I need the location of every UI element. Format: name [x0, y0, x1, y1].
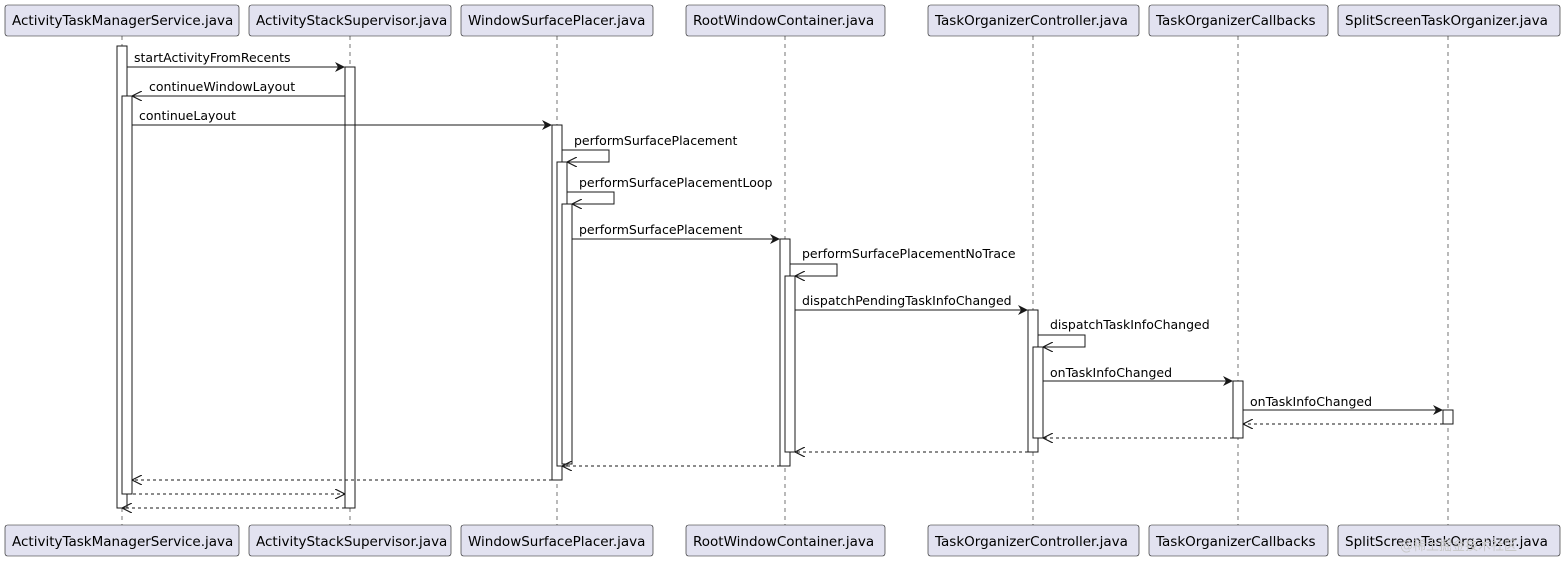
message-label: onTaskInfoChanged — [1250, 394, 1372, 409]
activation-ass — [344, 66, 356, 509]
message-arrow — [1038, 334, 1086, 347]
participants-bottom: ActivityTaskManagerService.java Activity… — [4, 524, 1561, 557]
message-label: continueLayout — [139, 108, 236, 123]
participant-label: ActivityTaskManagerService.java — [12, 534, 233, 550]
activations — [116, 45, 1454, 509]
message-arrow — [562, 149, 610, 162]
message-continue-window-layout: continueWindowLayout — [133, 79, 345, 96]
message-start-activity-from-recents: startActivityFromRecents — [127, 50, 345, 72]
participant-label: RootWindowContainer.java — [693, 534, 874, 550]
activation-wsp-3 — [561, 203, 573, 465]
message-label: performSurfacePlacementNoTrace — [802, 246, 1016, 261]
message-arrow — [567, 191, 615, 204]
participant-ssto-top: SplitScreenTaskOrganizer.java — [1337, 4, 1561, 37]
participant-label: WindowSurfacePlacer.java — [468, 534, 645, 550]
participant-atms-bottom: ActivityTaskManagerService.java — [4, 524, 240, 557]
message-on-task-info-changed-2: onTaskInfoChanged — [1243, 394, 1443, 415]
participant-rwc-top: RootWindowContainer.java — [685, 4, 886, 37]
message-on-task-info-changed-1: onTaskInfoChanged — [1043, 365, 1233, 386]
activation-rwc-2 — [784, 275, 796, 453]
activation-toc-2 — [1032, 346, 1044, 439]
message-arrow — [790, 263, 838, 276]
participant-wsp-top: WindowSurfacePlacer.java — [460, 4, 654, 37]
activation-atms-inner — [121, 95, 133, 495]
message-label: continueWindowLayout — [149, 79, 295, 94]
participant-ass-top: ActivityStackSupervisor.java — [248, 4, 452, 37]
participant-label: TaskOrganizerCallbacks — [1155, 534, 1315, 550]
message-dispatch-task-info-changed-self: dispatchTaskInfoChanged — [1038, 317, 1210, 347]
messages: startActivityFromRecents continueWindowL… — [123, 50, 1443, 508]
participant-label: SplitScreenTaskOrganizer.java — [1345, 534, 1548, 550]
message-label: startActivityFromRecents — [134, 50, 291, 65]
participant-label: TaskOrganizerCallbacks — [1155, 13, 1315, 29]
participant-ass-bottom: ActivityStackSupervisor.java — [248, 524, 452, 557]
participant-atms-top: ActivityTaskManagerService.java — [4, 4, 240, 37]
message-continue-layout: continueLayout — [132, 108, 552, 130]
participant-label: ActivityStackSupervisor.java — [256, 13, 447, 29]
participant-toc-top: TaskOrganizerController.java — [927, 4, 1140, 37]
participant-label: SplitScreenTaskOrganizer.java — [1345, 13, 1548, 29]
participant-label: ActivityTaskManagerService.java — [12, 13, 233, 29]
message-label: performSurfacePlacement — [574, 133, 738, 148]
message-label: dispatchPendingTaskInfoChanged — [802, 293, 1012, 308]
participant-label: TaskOrganizerController.java — [934, 13, 1128, 29]
message-dispatch-pending-task-info-changed: dispatchPendingTaskInfoChanged — [795, 293, 1028, 315]
message-label: performSurfacePlacementLoop — [579, 175, 772, 190]
participant-label: TaskOrganizerController.java — [934, 534, 1128, 550]
participant-label: ActivityStackSupervisor.java — [256, 534, 447, 550]
message-perform-surface-placement-loop-self: performSurfacePlacementLoop — [567, 175, 772, 204]
message-perform-surface-placement-self: performSurfacePlacement — [562, 133, 738, 162]
message-label: dispatchTaskInfoChanged — [1050, 317, 1210, 332]
message-perform-surface-placement-no-trace-self: performSurfacePlacementNoTrace — [790, 246, 1016, 276]
participant-rwc-bottom: RootWindowContainer.java — [685, 524, 886, 557]
participants-top: ActivityTaskManagerService.java Activity… — [4, 4, 1561, 37]
participant-tocb-top: TaskOrganizerCallbacks — [1148, 4, 1329, 37]
message-label: performSurfacePlacement — [579, 222, 743, 237]
participant-label: RootWindowContainer.java — [693, 13, 874, 29]
activation-ssto — [1442, 409, 1454, 425]
participant-wsp-bottom: WindowSurfacePlacer.java — [460, 524, 654, 557]
watermark: @稀土掘金技术社区 — [1400, 538, 1517, 554]
participant-tocb-bottom: TaskOrganizerCallbacks — [1148, 524, 1329, 557]
participant-ssto-bottom: SplitScreenTaskOrganizer.java — [1337, 524, 1561, 557]
participant-toc-bottom: TaskOrganizerController.java — [927, 524, 1140, 557]
participant-label: WindowSurfacePlacer.java — [468, 13, 645, 29]
message-label: onTaskInfoChanged — [1050, 365, 1172, 380]
activation-tocb — [1232, 380, 1244, 439]
message-perform-surface-placement: performSurfacePlacement — [572, 222, 780, 244]
